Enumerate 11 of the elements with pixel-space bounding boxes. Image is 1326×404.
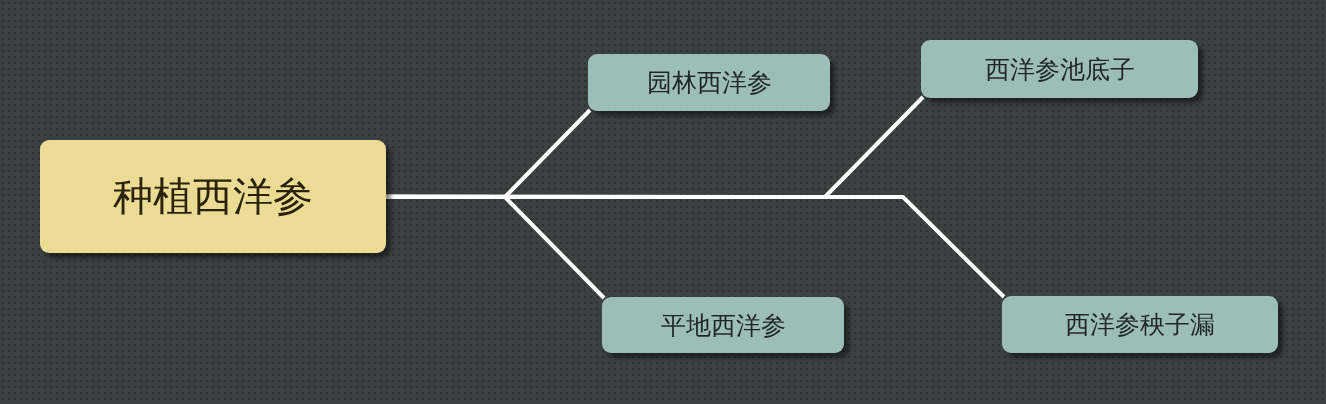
subtopic-box [921, 40, 1198, 98]
node-label: 园林西洋参 [646, 67, 772, 99]
subtopic-box [602, 297, 844, 353]
node-label: 西洋参池底子 [984, 53, 1135, 86]
topic-box [40, 140, 386, 253]
node-label: 西洋参秧子漏 [1065, 309, 1215, 341]
node-label: 种植西洋参 [113, 172, 313, 221]
subtopic-box [588, 54, 830, 111]
node-label: 平地西洋参 [660, 309, 786, 342]
subtopic-box [1002, 296, 1278, 353]
connector-line [386, 194, 1006, 299]
